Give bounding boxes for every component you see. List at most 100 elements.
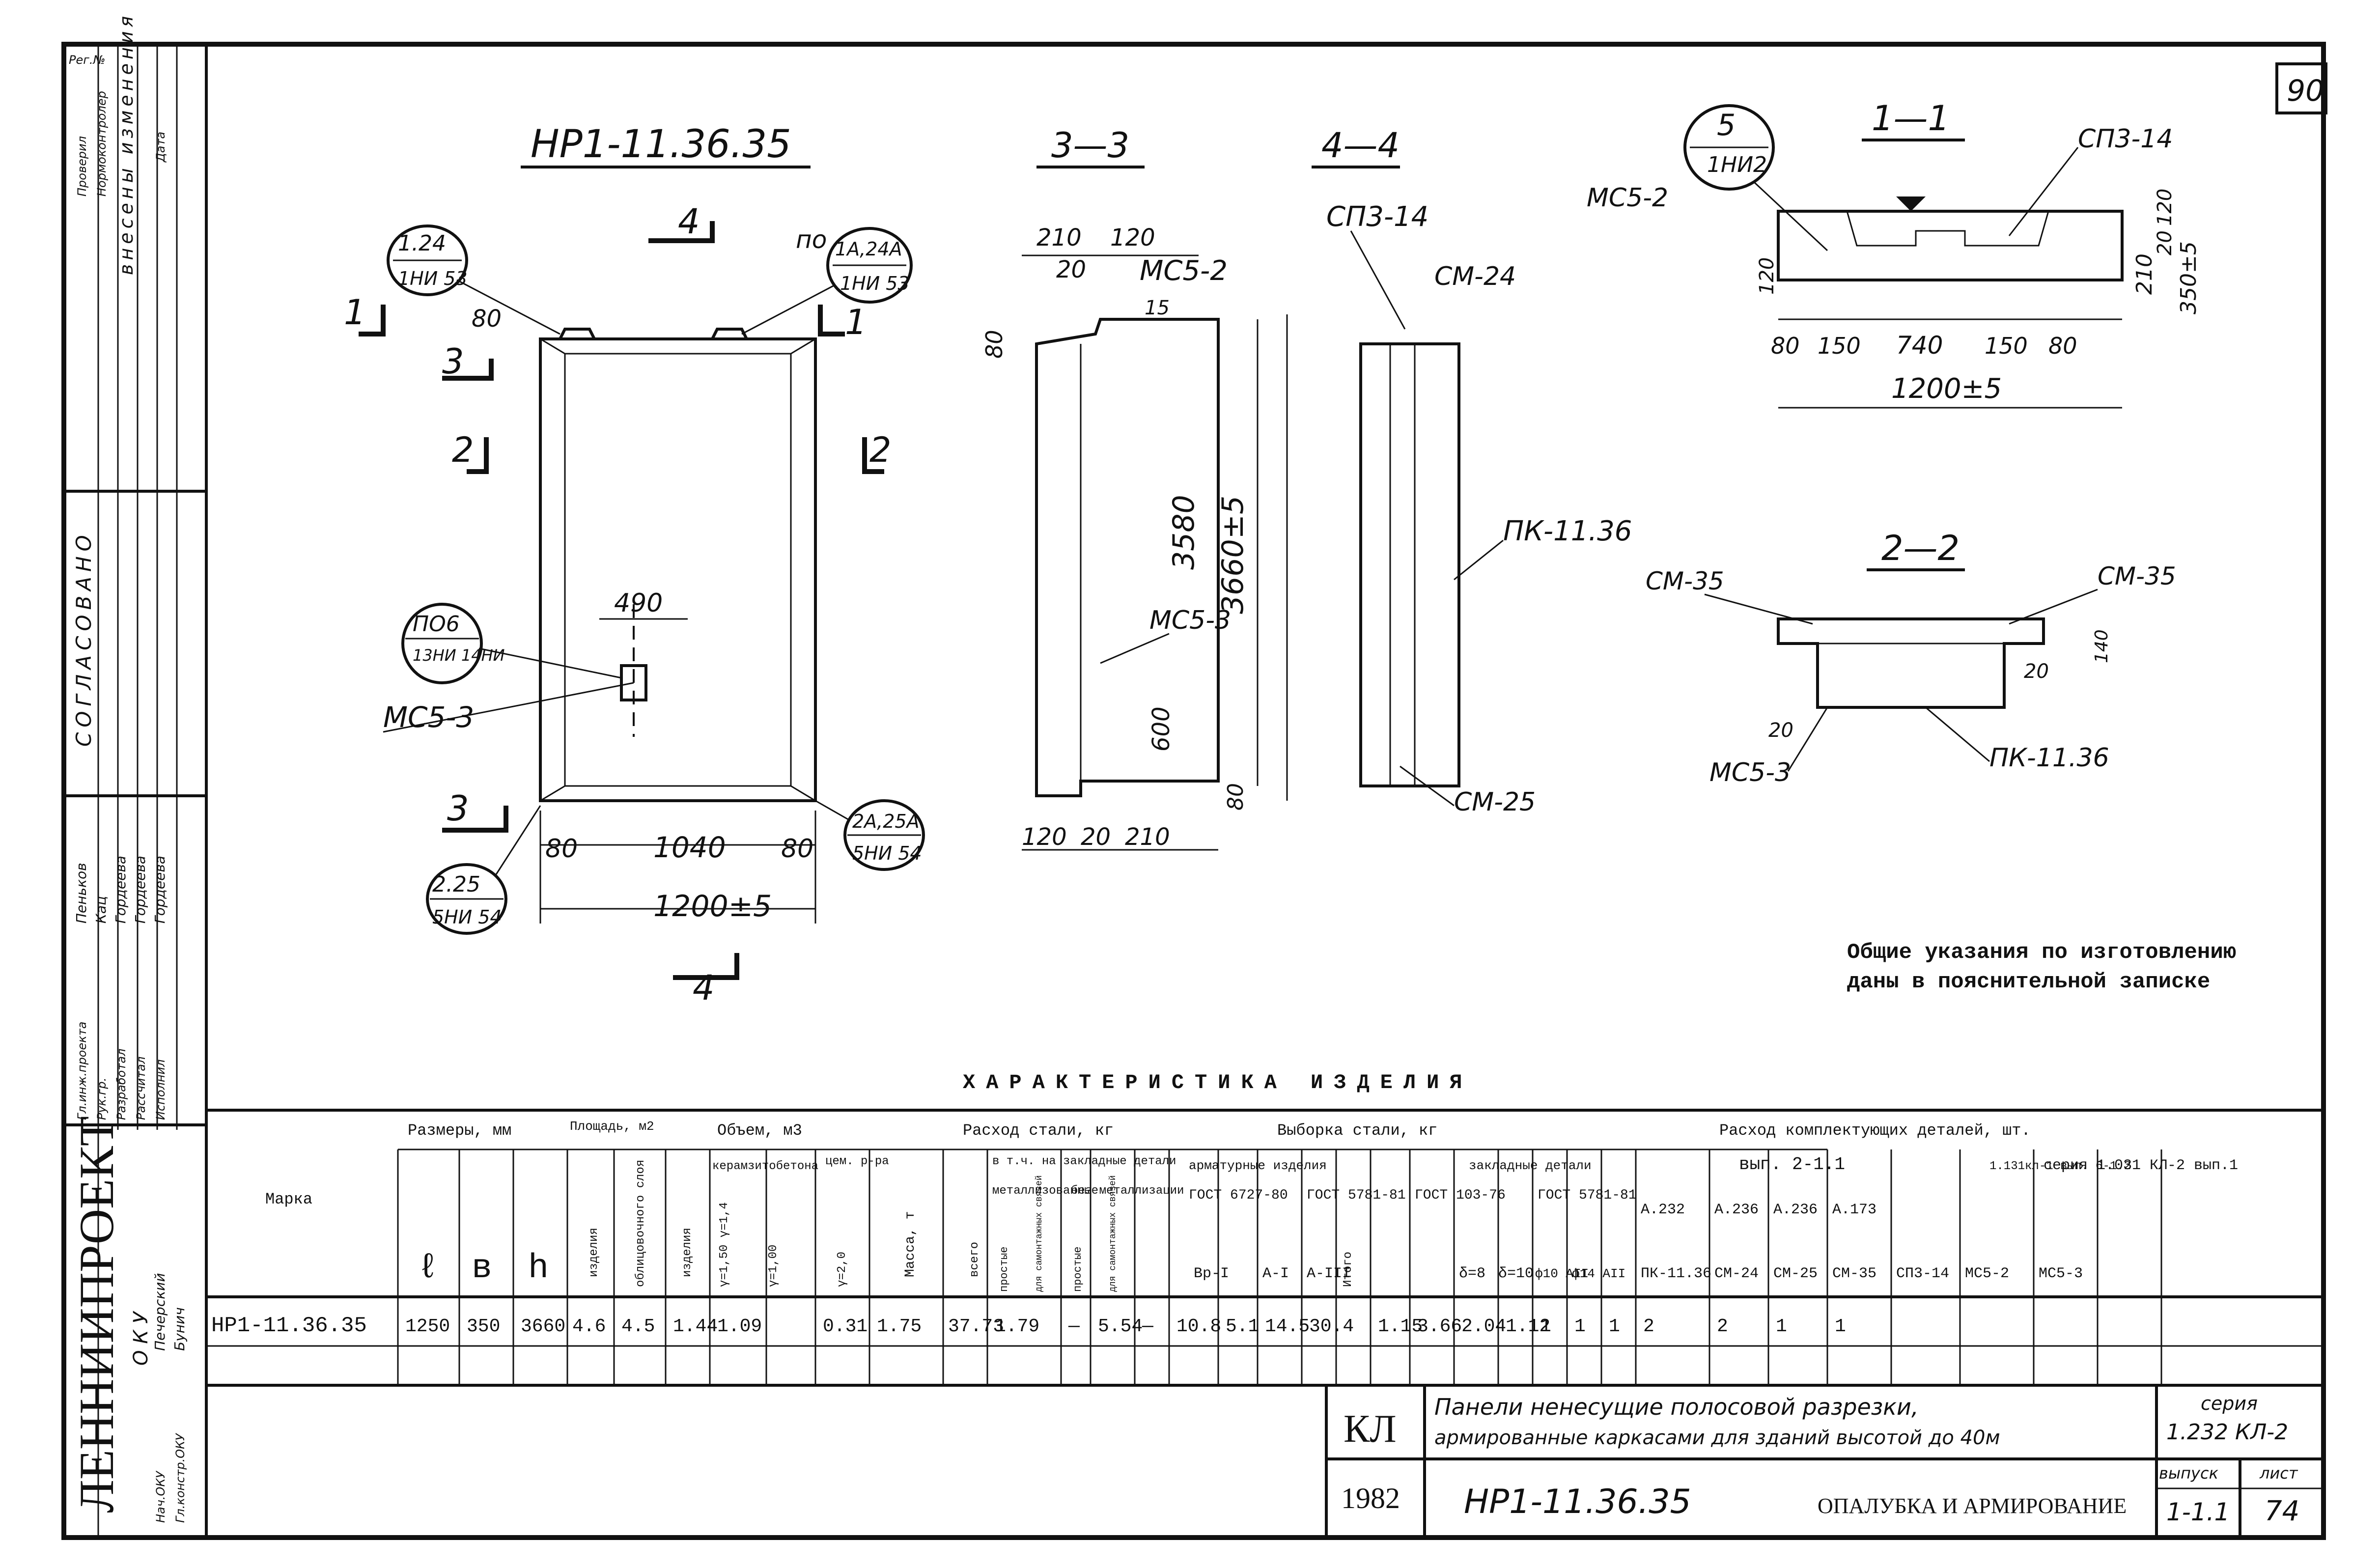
stamp-list: 74 (2265, 1495, 2299, 1527)
th-arm: арматурные изделия (1189, 1158, 1327, 1173)
table-cell: 37.73 (948, 1316, 1004, 1337)
s44-sp3: СП3-14 (1326, 201, 1428, 233)
th-sp3: СП3-14 (1896, 1265, 1949, 1282)
strip-check-0: Проверил (75, 136, 89, 196)
th-total: всего (968, 1242, 981, 1277)
th-seria: серия 1.031 КЛ-2 вып.1 (2044, 1157, 2238, 1174)
strip-name-2: Гордеева (112, 856, 129, 924)
callout-3-top: ПО6 (413, 612, 460, 637)
th-b: в (472, 1249, 492, 1288)
th-ai: А-I (1262, 1265, 1289, 1282)
strip-name-3: Гордеева (132, 856, 148, 924)
s22-mcs3: МС5-3 (1709, 758, 1791, 787)
callout-6-top: 5 (1717, 108, 1736, 142)
s33-dim-120: 120 (1110, 224, 1155, 252)
th-marka: Марка (265, 1190, 312, 1208)
th-d8: δ=8 (1459, 1265, 1485, 1282)
mark-2-left: 2 (452, 430, 474, 470)
strip-oky: О К У (130, 1311, 152, 1366)
table-cell: 1.15 (1378, 1316, 1423, 1337)
th-ker-a: γ=1,50 γ=1,4 (718, 1202, 731, 1287)
table-cell: 1.12 (1506, 1316, 1550, 1337)
table-cell: 2.04 (1461, 1316, 1506, 1337)
mark-3-bottom: 3 (447, 788, 469, 829)
strip-role-0: Гл.инж.проекта (75, 1022, 89, 1120)
th-d10: δ=10 (1498, 1265, 1534, 1282)
elev-dim-1040: 1040 (653, 831, 726, 864)
s33-dim-600: 600 (1148, 706, 1175, 752)
stamp-vyp: 1-1.1 (2166, 1498, 2230, 1526)
s33-dim-80: 80 (981, 330, 1008, 359)
elev-dim-80-top: 80 (472, 305, 502, 333)
s11-dim-150: 150 (1818, 333, 1861, 359)
strip-role-3: Рассчитал (134, 1057, 148, 1120)
s33-dim-20-bottom: 20 (1081, 823, 1111, 851)
callout-2-bottom: 1НИ 53 (840, 273, 910, 294)
th-sizes: Размеры, мм (408, 1121, 511, 1140)
s11-dim-20: 20 (2154, 230, 2176, 255)
s22-dim-20: 20 (2024, 660, 2049, 683)
th-a236: А.236 (1714, 1202, 1759, 1218)
strip-role-4: Исполнил (154, 1060, 168, 1120)
table-cell: 1.79 (995, 1316, 1039, 1337)
s33-dim-80-bottom: 80 (1223, 783, 1248, 811)
mark-1-right: 1 (845, 302, 867, 342)
table-cell: 2 (1643, 1316, 1654, 1337)
s22-dim-20-left: 20 (1768, 719, 1793, 742)
th-gost2: ГОСТ 5781-81 (1307, 1188, 1406, 1203)
section-4-4: 4—4 СП3-14 СМ-24 ПК-11.36 СМ-25 (1312, 125, 1632, 817)
outer-frame (61, 42, 2326, 1540)
characteristics-table: ХАРАКТЕРИСТИКА ИЗДЕЛИЯ (206, 1071, 2324, 1387)
s11-mcs2: МС5-2 (1587, 183, 1668, 213)
table-cell: 4.5 (621, 1316, 655, 1337)
s33-dim-120-bottom: 120 (1022, 823, 1067, 851)
s11-sp3: СП3-14 (2078, 124, 2173, 154)
th-steel: Расход стали, кг (963, 1121, 1114, 1140)
th-itogo: Итого (1342, 1252, 1355, 1287)
table-cell: 1.44 (673, 1316, 718, 1337)
notes-line-2: даны в пояснительной записке (1847, 970, 2210, 994)
th-cm35: СМ-35 (1832, 1265, 1876, 1282)
strip-org: ЛЕННИИПРОЕКТ (69, 1116, 124, 1513)
callout-5-bottom: 5НИ 54 (852, 842, 922, 864)
callout-2-prefix: по (796, 225, 827, 254)
s33-dim-3660: 3660±5 (1216, 496, 1250, 614)
strip-role2-1: Гл.констр.ОКУ (173, 1433, 187, 1523)
th-parts: Расход комплектующих деталей, шт. (1719, 1121, 2031, 1140)
th-phi10: ф10 АII (1535, 1266, 1589, 1281)
stamp-kl: КЛ (1344, 1407, 1397, 1451)
table-cell: 350 (467, 1316, 500, 1337)
mark-2-right: 2 (869, 430, 892, 470)
th-area-item: изделия (588, 1228, 601, 1277)
panel-elevation: 490 80 1040 80 1200±5 80 МС5-3 (383, 305, 817, 924)
th-mcs2: МС5-2 (1965, 1265, 2009, 1282)
stamp-seria-label: серия (2201, 1393, 2258, 1414)
table-cell: 0.31 (823, 1316, 868, 1337)
mark-4-bottom: 4 (693, 968, 715, 1008)
callout-2-top: 1А,24А (835, 238, 902, 260)
th-s1: 1.131кл-1 вып. 6-1.2 (1989, 1160, 2131, 1173)
th-aiii: А-III (1307, 1265, 1351, 1282)
s22-pk: ПК-11.36 (1989, 743, 2109, 773)
th-incl: в т.ч. на закладные детали (992, 1155, 1176, 1168)
th-area-face: облицовочного слоя (634, 1160, 647, 1287)
table-title: ХАРАКТЕРИСТИКА ИЗДЕЛИЯ (963, 1071, 1473, 1094)
strip-check-2: Дата (154, 132, 168, 163)
s11-dim-120: 120 (2154, 189, 2176, 226)
section-3-3: 3—3 210 120 20 МС5-2 15 80 3580 3660±5 М… (981, 125, 1288, 851)
s11-dim-1200: 1200±5 (1891, 373, 2002, 405)
strip-name-4: Гордеева (152, 856, 168, 924)
s33-dim-3580: 3580 (1167, 495, 1201, 570)
table-cell: 1 (1776, 1316, 1787, 1337)
callout-5-top: 2А,25А (852, 811, 920, 832)
strip-izm: внесены изменения (115, 12, 137, 275)
th-gost4: ГОСТ 5781-81 (1538, 1188, 1637, 1203)
th-sel: Выборка стали, кг (1277, 1121, 1437, 1140)
table-cell: 3.66 (1417, 1316, 1462, 1337)
stamp-year: 1982 (1341, 1482, 1400, 1514)
s11-dim-80-right: 80 (2048, 333, 2077, 359)
elev-dim-80: 80 (545, 834, 578, 864)
stamp-list-label: лист (2259, 1464, 2298, 1483)
th-cm24: СМ-24 (1714, 1265, 1759, 1282)
